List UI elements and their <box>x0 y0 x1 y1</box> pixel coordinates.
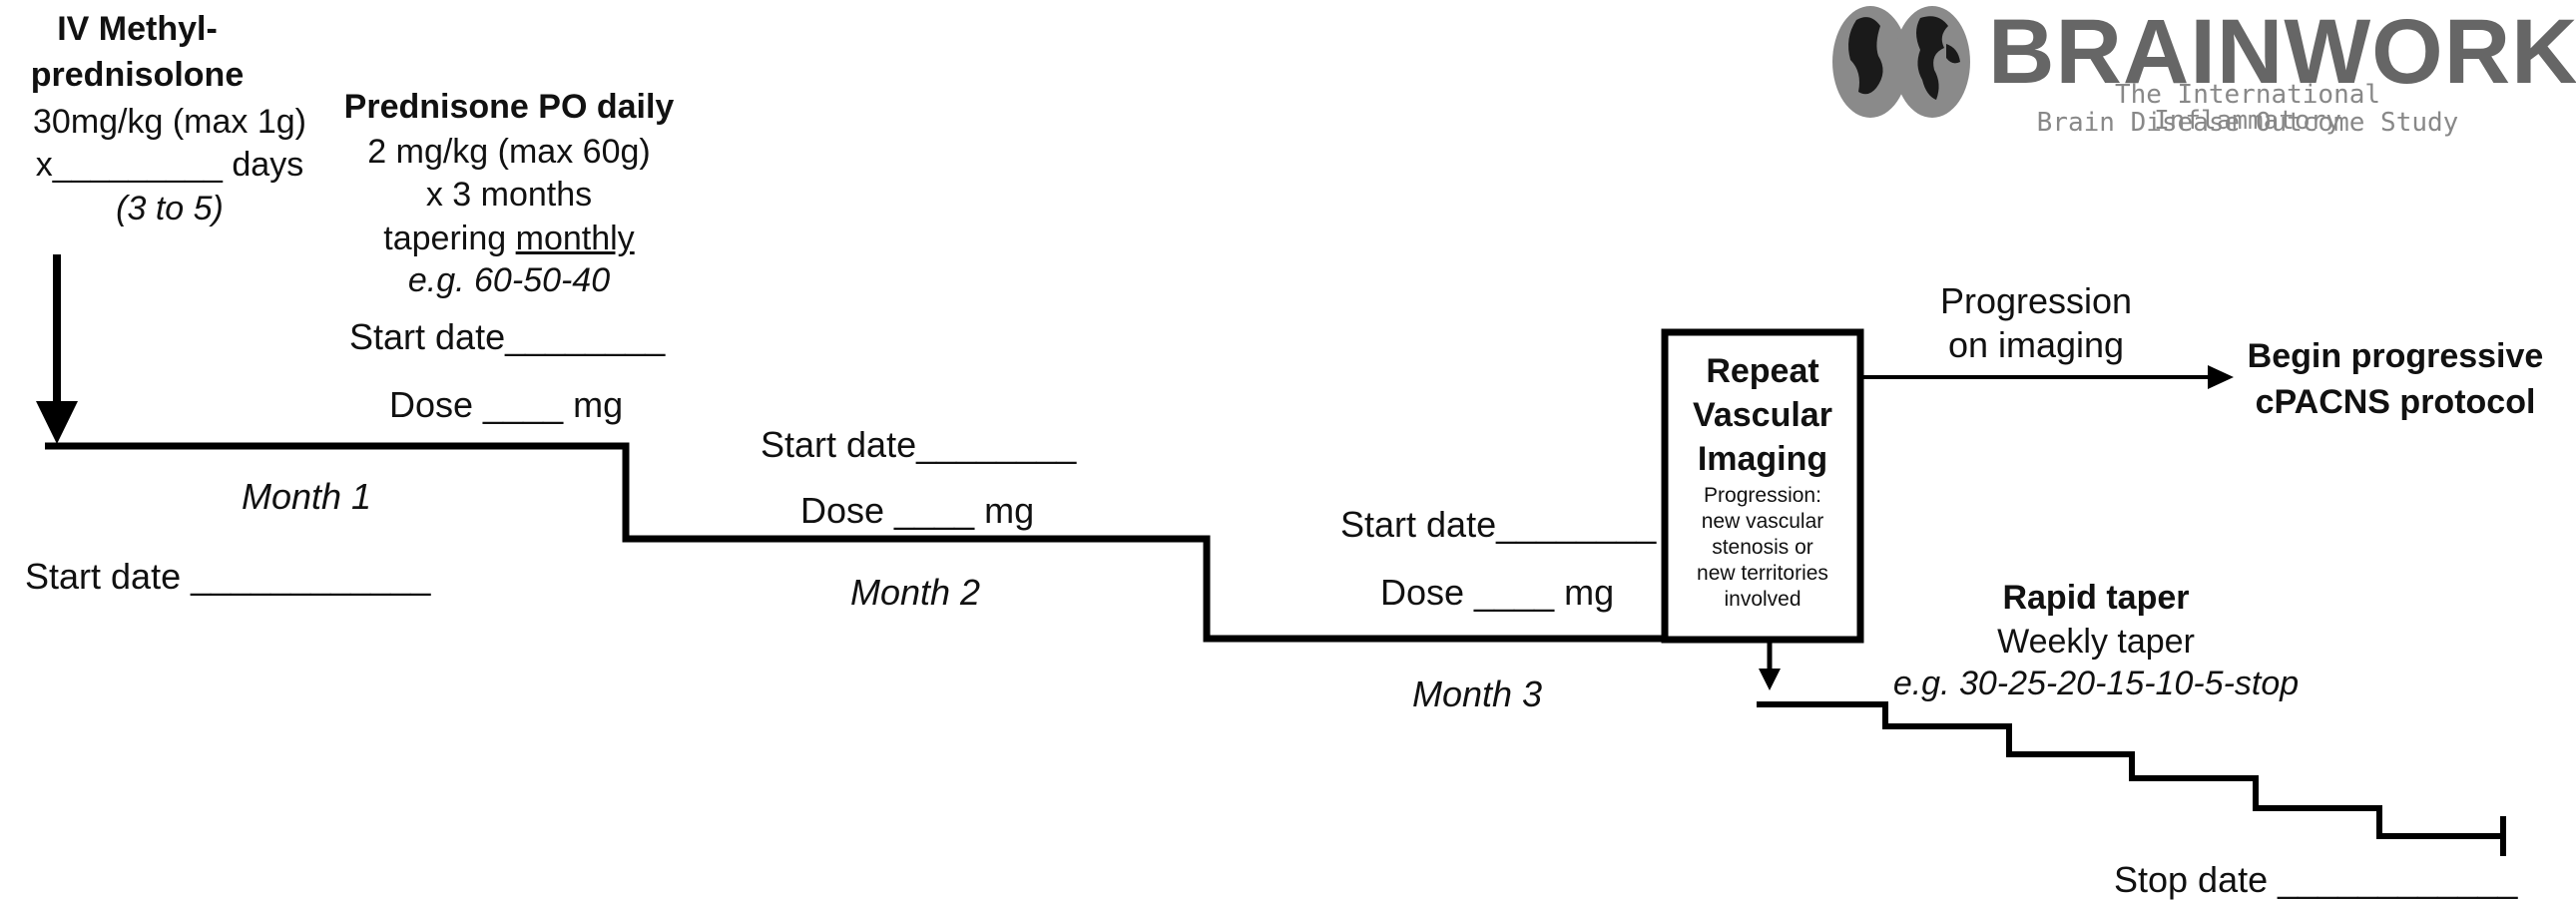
imaging-detail-line3: stenosis or <box>1712 536 1813 559</box>
imaging-detail-line1: Progression: <box>1704 484 1821 507</box>
month2-label: Month 2 <box>850 572 981 613</box>
imaging-detail-line2: new vascular <box>1701 510 1824 533</box>
prednisone-dose-field: Dose ____ mg <box>389 384 624 425</box>
progression-arrowhead <box>2208 365 2234 389</box>
prednisone-tapering: tapering monthly <box>329 222 689 255</box>
brainworks-logo: BRAINWORKS The International Inflammator… <box>1828 0 2576 140</box>
imaging-detail-line4: new territories <box>1697 562 1828 585</box>
iv-arrowhead <box>36 401 78 444</box>
month1-start-date: Start date ____________ <box>25 556 431 597</box>
prednisone-example: e.g. 60-50-40 <box>407 261 611 299</box>
tapering-prefix: tapering <box>383 220 516 257</box>
rapid-taper-title: Rapid taper <box>2002 579 2190 617</box>
prednisone-dose: 2 mg/kg (max 60g) <box>367 133 651 171</box>
iv-title-line1: IV Methyl- <box>57 10 218 48</box>
rapid-taper-arrowhead <box>1759 669 1781 690</box>
logo-wordmark: BRAINWORKS <box>1988 1 2576 103</box>
month3-start-date: Start date________ <box>1340 504 1657 545</box>
iv-days: x_________ days <box>35 146 304 184</box>
rapid-taper-subtitle: Weekly taper <box>1997 623 2195 661</box>
imaging-title-line3: Imaging <box>1697 440 1828 478</box>
progression-outcome-line2: cPACNS protocol <box>2255 383 2536 421</box>
prednisone-title: Prednisone PO daily <box>343 88 675 126</box>
progression-label-line2: on imaging <box>1947 324 2125 365</box>
logo-tagline-line2: Brain Disease Outcome Study <box>2036 108 2459 138</box>
month2-dose-field: Dose ____ mg <box>800 490 1035 531</box>
steroid-taper-timeline <box>45 442 1665 643</box>
stop-date: Stop date ____________ <box>2114 859 2518 900</box>
rapid-taper-example: e.g. 30-25-20-15-10-5-stop <box>1892 665 2300 702</box>
imaging-box-border <box>1661 328 1864 644</box>
prednisone-start-date: Start date________ <box>349 316 666 357</box>
iv-title-line2: prednisolone <box>30 56 245 94</box>
iv-dose: 30mg/kg (max 1g) <box>33 103 306 141</box>
iv-range: (3 to 5) <box>116 190 224 227</box>
logo-tagline-line1: The International Inflammatory <box>2114 80 2381 136</box>
imaging-detail-line5: involved <box>1724 588 1802 611</box>
brain-globe-icon <box>1832 6 1970 118</box>
tapering-frequency: monthly <box>515 220 635 257</box>
imaging-title-line1: Repeat <box>1706 352 1819 390</box>
rapid-taper-steps <box>1757 701 2503 839</box>
month1-label: Month 1 <box>242 476 372 517</box>
progression-label-line1: Progression <box>1939 280 2133 321</box>
imaging-title-line2: Vascular <box>1693 396 1832 434</box>
progression-outcome-line1: Begin progressive <box>2247 337 2544 375</box>
month2-start-date: Start date________ <box>761 424 1077 465</box>
month3-dose-field: Dose ____ mg <box>1380 572 1615 613</box>
month3-label: Month 3 <box>1412 674 1543 714</box>
prednisone-duration: x 3 months <box>425 176 593 214</box>
